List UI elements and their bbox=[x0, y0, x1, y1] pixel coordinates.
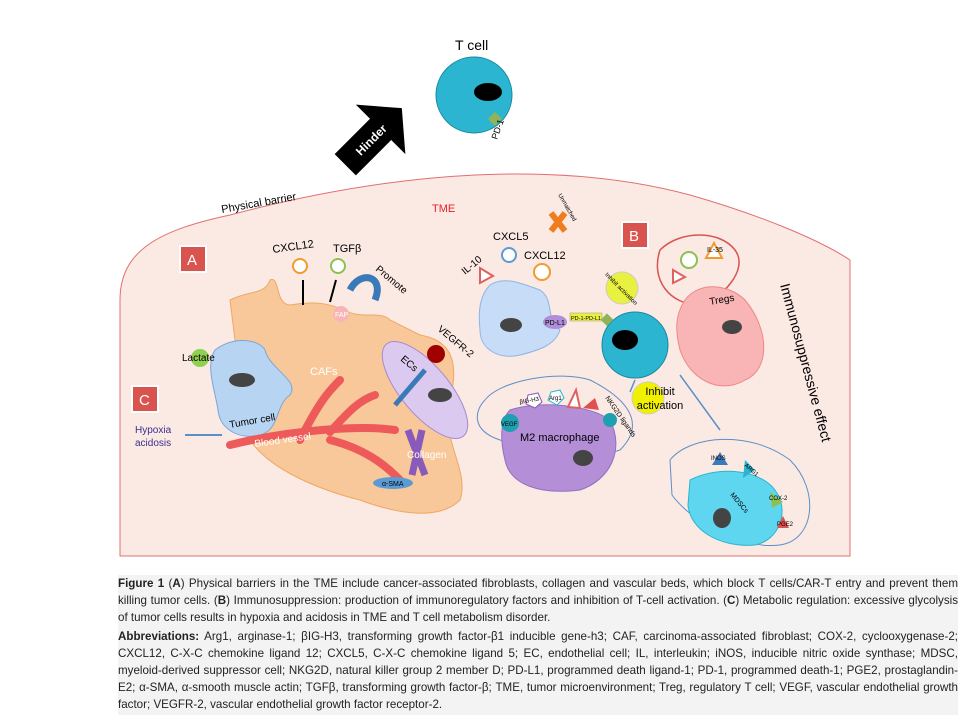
center-t-cell-nucleus bbox=[612, 330, 638, 350]
big-h3-marker bbox=[525, 392, 543, 409]
vegf-label: VEGF bbox=[501, 422, 518, 428]
pdl1-marker bbox=[543, 315, 567, 329]
arg1-m2-label: Arg1 bbox=[549, 396, 562, 402]
promote-arrow bbox=[346, 274, 381, 302]
caption-text: ( bbox=[164, 577, 173, 590]
cafs-label: CAFs bbox=[310, 366, 338, 378]
inhibit-badge-small bbox=[605, 271, 639, 305]
caption-c: C bbox=[727, 594, 736, 607]
mdscs-nucleus bbox=[713, 508, 731, 528]
figure-caption: Figure 1 (A) Physical barriers in the TM… bbox=[118, 575, 958, 715]
cox2-marker bbox=[770, 492, 783, 508]
ecs-cell bbox=[381, 341, 469, 439]
il35-marker bbox=[704, 240, 724, 259]
asma-marker bbox=[373, 477, 413, 489]
asma-label: α-SMA bbox=[382, 481, 404, 488]
panel-c-label: C bbox=[139, 392, 150, 409]
panel-b-badge bbox=[621, 221, 649, 249]
tgfb-marker bbox=[330, 258, 346, 274]
caption-text-b: ) Immunosuppression: production of immun… bbox=[226, 594, 728, 607]
il35-label: IL-35 bbox=[707, 247, 723, 254]
pdl1-label: PD-L1 bbox=[545, 320, 565, 327]
nkg2d-triangle-outline bbox=[566, 386, 582, 410]
ecs-nucleus bbox=[428, 388, 452, 402]
tgfb-label: TGFβ bbox=[333, 243, 361, 255]
inhibition-arrows bbox=[629, 374, 721, 431]
pge2-marker bbox=[777, 516, 789, 528]
figure-diagram: Physical barrier TME T cell PD-1 Hinder … bbox=[119, 37, 851, 557]
treg-secretion-outline bbox=[656, 234, 740, 306]
collagen-label: Collagen bbox=[407, 450, 446, 461]
blood-vessel bbox=[226, 376, 404, 484]
panel-c-badge bbox=[131, 385, 159, 413]
inos-marker bbox=[712, 452, 728, 465]
cxcl12-a-marker bbox=[292, 258, 308, 274]
vegfr2-marker bbox=[427, 345, 445, 363]
activation-label: activation bbox=[637, 400, 683, 412]
secretion-arrows bbox=[302, 279, 337, 305]
caption-paragraph: Figure 1 (A) Physical barriers in the TM… bbox=[118, 575, 958, 626]
cox2-label: COX-2 bbox=[769, 496, 788, 502]
tregs-cell bbox=[676, 286, 765, 387]
pge2-label: PGE2 bbox=[777, 522, 794, 528]
arg1-m2-marker bbox=[547, 389, 565, 406]
inhibit-label: Inhibit bbox=[645, 386, 674, 398]
t-cell-label: T cell bbox=[455, 37, 488, 53]
cxcl12-b-marker bbox=[533, 263, 551, 281]
m2-macrophage-cell bbox=[501, 404, 617, 492]
cxcl12-b-label: CXCL12 bbox=[524, 250, 566, 262]
tregs-nucleus bbox=[722, 320, 742, 334]
big-h3-label: βIG-H3 bbox=[519, 397, 540, 406]
cxcl5-marker bbox=[501, 247, 517, 263]
caption-text-a: ) Physical barriers in the TME include c… bbox=[118, 577, 958, 607]
caption-a: A bbox=[172, 577, 181, 590]
blue-cell bbox=[478, 280, 561, 357]
cxcl5-label: CXCL5 bbox=[493, 231, 528, 243]
il10-marker bbox=[479, 266, 496, 285]
vegf-marker bbox=[501, 414, 519, 432]
arg1-marker bbox=[743, 460, 755, 478]
fap-marker bbox=[333, 306, 349, 322]
panel-b-label: B bbox=[629, 228, 639, 245]
panel-a-badge bbox=[179, 245, 207, 273]
m2-label: M2 macrophage bbox=[520, 432, 600, 444]
unmatched-x-icon bbox=[548, 211, 568, 233]
hypoxia-label: Hypoxia bbox=[135, 425, 172, 436]
treg-green-marker bbox=[680, 251, 698, 269]
lactate-label: Lactate bbox=[182, 353, 215, 364]
tme-label: TME bbox=[432, 203, 455, 215]
m2-nucleus bbox=[573, 450, 593, 466]
acidosis-label: acidosis bbox=[135, 438, 171, 449]
treg-triangle-marker bbox=[672, 268, 688, 285]
panel-a-label: A bbox=[187, 252, 197, 269]
nkg2d-triangle-filled bbox=[583, 398, 599, 410]
tumor-nucleus bbox=[229, 373, 255, 387]
inhibit-activation-badge bbox=[631, 381, 665, 415]
tregs-label: Tregs bbox=[709, 293, 736, 308]
blue-cell-nucleus bbox=[500, 318, 522, 332]
inos-label: INOS bbox=[711, 456, 726, 462]
tumor-cell bbox=[210, 340, 293, 437]
m2-outline bbox=[476, 375, 633, 455]
lactate-marker bbox=[191, 349, 209, 367]
fap-label: FAP bbox=[335, 312, 349, 319]
caption-b: B bbox=[217, 594, 227, 607]
ecs-arrow bbox=[393, 368, 427, 407]
t-cell-nucleus bbox=[474, 83, 502, 101]
pd1-receptor bbox=[487, 111, 503, 127]
nkg2d-marker bbox=[603, 413, 617, 427]
cxcl12-a-label: CXCL12 bbox=[272, 238, 315, 256]
abbreviations-label: Abbreviations: bbox=[118, 630, 200, 643]
pd1-pdl1-label: PD-1-PD-L1 bbox=[571, 316, 601, 322]
pd1-pdl1-badge bbox=[569, 312, 603, 322]
abbreviations-paragraph: Abbreviations: Arg1, arginase-1; βIG-H3,… bbox=[118, 628, 958, 713]
figure-number: Figure 1 bbox=[118, 577, 165, 590]
collagen-fibers bbox=[404, 428, 429, 477]
abbreviations-text: Arg1, arginase-1; βIG-H3, transforming g… bbox=[118, 630, 958, 711]
caption-text-c: ) Metabolic regulation: excessive glycol… bbox=[118, 594, 958, 624]
